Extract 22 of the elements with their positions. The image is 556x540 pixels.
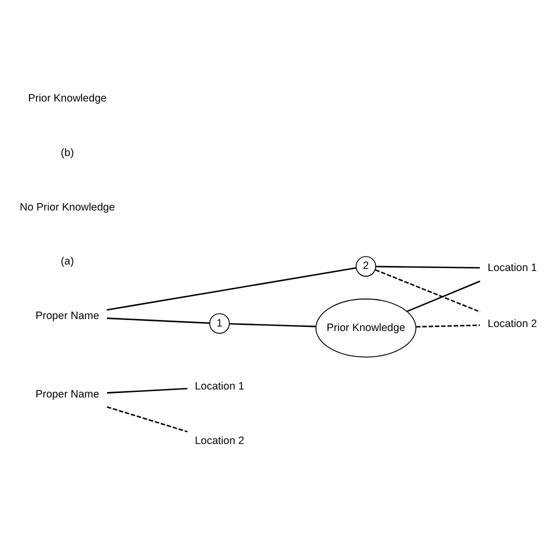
- connector: [106, 318, 210, 324]
- connector: [229, 323, 316, 328]
- node-text: Proper Name: [36, 310, 100, 322]
- connector: [416, 324, 480, 328]
- connector: [106, 388, 188, 394]
- label: (a): [60, 256, 74, 268]
- node-text: Location 1: [194, 380, 244, 393]
- node-circle: 2: [356, 256, 376, 277]
- connector: [106, 406, 188, 432]
- node-circle: 1: [209, 313, 230, 334]
- label: (b): [60, 146, 74, 159]
- label: Prior Knowledge: [28, 92, 107, 104]
- node-text: Proper Name: [36, 388, 100, 401]
- connector: [406, 280, 480, 312]
- node-ellipse: Prior Knowledge: [315, 298, 416, 358]
- label: No Prior Knowledge: [20, 201, 115, 214]
- node-text: Location 2: [488, 318, 537, 330]
- node-text: Location 1: [488, 262, 537, 274]
- connector: [376, 266, 480, 269]
- connector: [106, 267, 356, 311]
- connector: [375, 269, 480, 312]
- node-text: Location 2: [194, 435, 244, 448]
